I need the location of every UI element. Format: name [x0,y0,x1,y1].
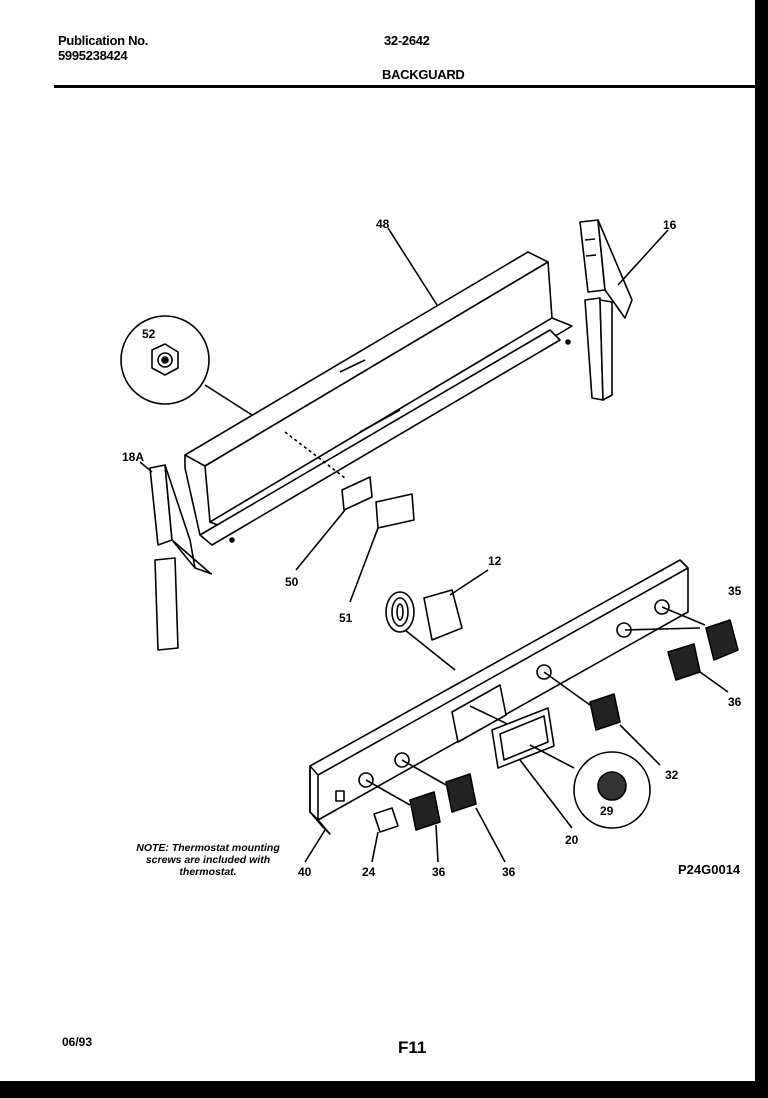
right-end-bracket-part [579,219,633,401]
callout-29: 29 [600,804,614,818]
thermostat-note: NOTE: Thermostat mounting screws are inc… [118,842,298,878]
scan-border-bottom [0,1081,768,1098]
callout-36-center: 36 [432,865,446,879]
callout-18a: 18A [122,450,144,464]
callout-36-right: 36 [728,695,742,709]
callout-32: 32 [665,768,679,782]
indicator-lens-part [491,707,573,829]
publication-label: Publication No. [58,33,149,48]
callout-51: 51 [339,611,353,625]
publication-number: 5995238424 [58,48,128,63]
footer-date: 06/93 [62,1035,93,1049]
switch-part [371,807,399,863]
knob-detail-circle [529,744,651,829]
callout-50: 50 [285,575,299,589]
callout-16: 16 [663,218,677,232]
section-title: BACKGUARD [382,67,465,82]
left-end-bracket-part [149,464,213,651]
callout-20: 20 [565,833,579,847]
callout-24: 24 [362,865,376,879]
footer-page: F11 [398,1038,427,1057]
callout-labels: 48 16 52 18A 50 51 12 35 36 32 29 20 40 … [122,217,742,879]
callout-12: 12 [488,554,502,568]
callout-48: 48 [376,217,390,231]
clip-parts [284,431,415,603]
header-rule [54,85,768,88]
note-line-1: NOTE: Thermostat mounting [136,842,280,854]
note-line-2: screws are included with [145,854,271,866]
note-line-3: thermostat. [179,866,237,878]
callout-36-left: 36 [502,865,516,879]
model-number: 32-2642 [384,33,430,48]
thermostat-part [385,569,489,671]
scan-border-right [755,0,768,1098]
diagram-code: P24G0014 [678,862,741,877]
nut-detail-circle [120,315,253,416]
backguard-top-rail-part [184,251,573,546]
callout-52: 52 [142,327,156,341]
callout-35: 35 [728,584,742,598]
callout-40: 40 [298,865,312,879]
control-knobs [365,606,739,863]
